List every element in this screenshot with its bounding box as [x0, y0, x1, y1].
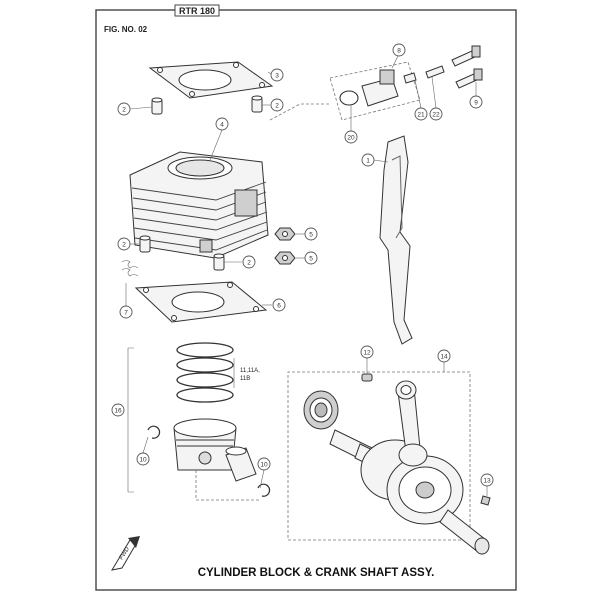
callout-2: 2 [117, 237, 131, 251]
callout-5: 5 [304, 227, 318, 241]
callout-14: 14 [437, 349, 451, 363]
svg-text:2: 2 [122, 107, 126, 114]
svg-text:3: 3 [275, 73, 279, 80]
svg-text:10: 10 [139, 457, 147, 464]
svg-text:2: 2 [247, 260, 251, 267]
svg-text:5: 5 [309, 232, 313, 239]
crank-bearing [303, 390, 339, 430]
callout-10: 10 [257, 457, 271, 471]
callout-2: 2 [270, 98, 284, 112]
svg-text:21: 21 [417, 112, 425, 119]
tensioner-screw [425, 65, 445, 79]
callout-8: 8 [392, 43, 406, 57]
spring-clip [121, 260, 139, 277]
crank-pin [361, 373, 373, 382]
tensioner-assembly [329, 61, 421, 121]
ring-note-line-1: 11,11A, [240, 368, 260, 374]
svg-text:5: 5 [309, 256, 313, 263]
dowel-pin-upper-right [251, 95, 263, 113]
callout-2: 2 [242, 255, 256, 269]
crankshaft-dashed-box [287, 371, 471, 541]
circlip-left [147, 425, 161, 439]
svg-text:10: 10 [260, 462, 268, 469]
callout-10: 10 [136, 452, 150, 466]
figure-number: FIG. NO. 02 [104, 25, 148, 34]
cylinder-block [129, 151, 269, 259]
callout-9: 9 [469, 95, 483, 109]
callout-2: 2 [117, 102, 131, 116]
svg-text:8: 8 [397, 48, 401, 55]
svg-text:14: 14 [440, 354, 448, 361]
callout-22: 22 [429, 107, 443, 121]
callout-6: 6 [272, 298, 286, 312]
callout-16: 16 [111, 403, 125, 417]
circlip-right [257, 483, 271, 497]
svg-text:12: 12 [363, 350, 371, 357]
svg-text:2: 2 [275, 103, 279, 110]
model-tab: RTR 180 [174, 4, 220, 17]
callout-1: 1 [361, 153, 375, 167]
leader-lines [125, 55, 488, 496]
svg-text:20: 20 [347, 135, 355, 142]
callout-5: 5 [304, 251, 318, 265]
ring-note-line-2: 11B [240, 376, 250, 382]
svg-text:16: 16 [114, 408, 122, 415]
nut-upper [274, 227, 296, 241]
head-gasket [148, 61, 274, 99]
woodruff-key [480, 495, 491, 506]
callout-3: 3 [270, 68, 284, 82]
diagram-caption: CYLINDER BLOCK & CRANK SHAFT ASSY. [198, 567, 435, 579]
diagram-border [95, 9, 517, 591]
base-gasket [134, 281, 268, 323]
svg-text:1: 1 [366, 158, 370, 165]
callout-13: 13 [480, 473, 494, 487]
chain-guide [379, 135, 413, 345]
svg-text:22: 22 [432, 112, 440, 119]
tensioner-bolt-upper [451, 45, 481, 67]
svg-text:4: 4 [220, 122, 224, 129]
callout-12: 12 [360, 345, 374, 359]
callout-4: 4 [215, 117, 229, 131]
connecting-rod [395, 380, 428, 467]
callouts: 2 2 3 4 2 2 5 5 6 7 8 9 20 21 22 1 12 14… [111, 43, 494, 487]
svg-text:2: 2 [122, 242, 126, 249]
dowel-pin-lower-left [139, 235, 151, 253]
callout-20: 20 [344, 130, 358, 144]
svg-text:13: 13 [483, 478, 491, 485]
dowel-pin-upper-left [151, 97, 163, 115]
piston-rings [176, 342, 234, 403]
piston-pin [225, 446, 257, 482]
svg-text:7: 7 [124, 310, 128, 317]
svg-text:9: 9 [474, 100, 478, 107]
tensioner-bolt-lower [455, 68, 483, 89]
callout-21: 21 [414, 107, 428, 121]
model-name: RTR 180 [179, 6, 215, 16]
callout-7: 7 [119, 305, 133, 319]
svg-text:6: 6 [277, 303, 281, 310]
dowel-pin-lower-right [213, 253, 225, 271]
fwd-mark: FWD [110, 536, 140, 571]
piston [173, 418, 237, 471]
nut-lower [274, 251, 296, 265]
